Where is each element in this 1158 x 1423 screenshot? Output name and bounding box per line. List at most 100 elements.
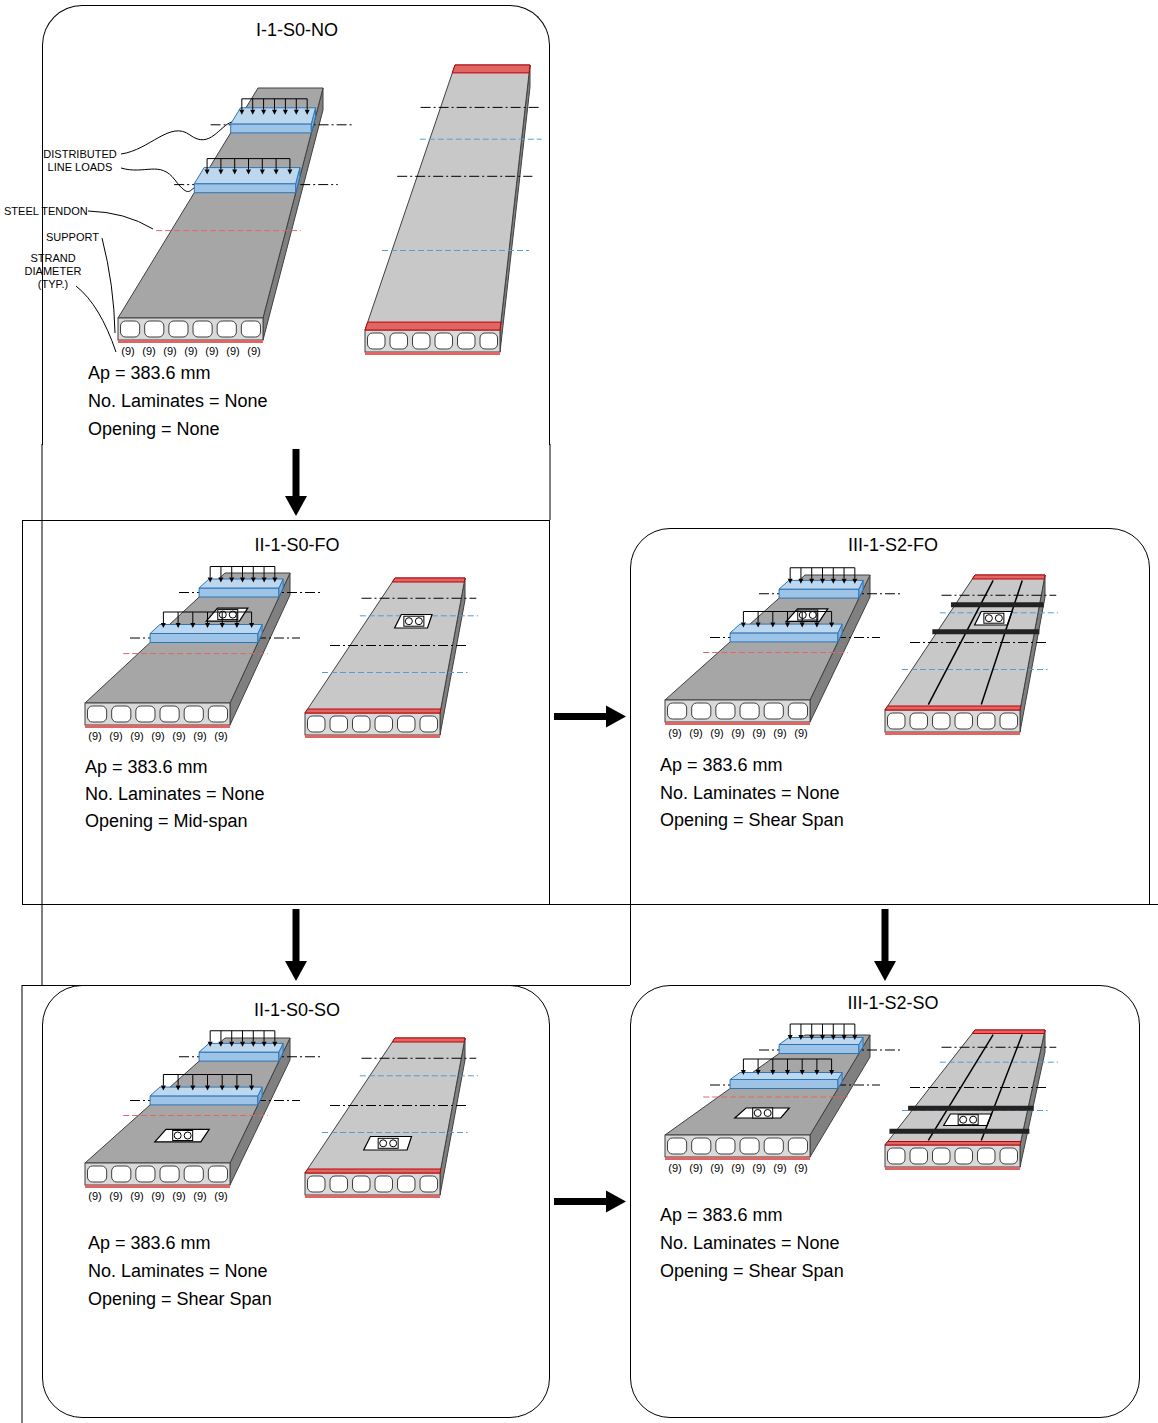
load-arrow-head — [272, 578, 277, 583]
hollow-core — [112, 706, 131, 722]
slab-plan-view — [885, 575, 1058, 734]
support-line — [665, 722, 810, 725]
panel-title: III-1-S2-SO — [847, 993, 938, 1014]
hollow-core — [184, 706, 203, 722]
load-arrow — [844, 568, 845, 579]
load-block-top — [150, 625, 262, 634]
strand-diameter: (9) — [179, 345, 203, 358]
strand-diameter: (9) — [188, 730, 212, 743]
hollow-core — [764, 703, 783, 719]
laminate-strip — [981, 1035, 1022, 1141]
load-arrow-head — [239, 110, 244, 115]
strand-diameter: (9) — [125, 730, 149, 743]
flow-arrow — [554, 706, 626, 728]
load-arrow-head — [842, 579, 847, 584]
load-arrow — [178, 1075, 179, 1086]
slab-end — [365, 330, 500, 352]
hollow-core — [160, 706, 179, 722]
load-arrow-head — [218, 1042, 223, 1047]
load-arrow-head — [190, 1086, 195, 1091]
load-arrow-head — [852, 579, 857, 584]
support-line — [305, 735, 440, 738]
strand-diameter: (9) — [146, 730, 170, 743]
strand-diameter: (9) — [209, 730, 233, 743]
hollow-core — [169, 321, 188, 337]
support-bar — [885, 706, 1021, 710]
load-block-front — [150, 1096, 258, 1105]
load-axis — [362, 1058, 477, 1059]
load-arrow — [811, 568, 812, 579]
strip-line — [360, 1075, 478, 1076]
load-arrow — [802, 612, 803, 623]
strand-diameter: (9) — [104, 1190, 128, 1203]
support-line — [85, 1185, 230, 1188]
load-arrow — [192, 612, 193, 623]
exposed-core — [960, 1116, 967, 1123]
hollow-core — [978, 1148, 996, 1164]
load-arrow — [743, 612, 744, 623]
support-line — [885, 732, 1020, 735]
load-axis — [942, 1047, 1057, 1048]
load-arrow — [253, 567, 254, 578]
exposed-core — [809, 612, 816, 619]
load-arrow-head — [249, 623, 254, 628]
slab-end — [665, 1135, 810, 1157]
load-arrow — [822, 568, 823, 579]
exposed-core — [174, 1132, 181, 1139]
load-arrow-head — [831, 579, 836, 584]
load-arrow-head — [240, 1042, 245, 1047]
load-arrow-head — [262, 1042, 267, 1047]
load-arrow-head — [785, 623, 790, 628]
hollow-core — [420, 1176, 438, 1192]
strand-diameter: (9) — [684, 727, 708, 740]
panel-property: Opening = Shear Span — [88, 1289, 272, 1310]
load-block-top — [231, 108, 316, 124]
hollow-core — [353, 1176, 371, 1192]
load-axis — [330, 645, 468, 646]
load-arrow — [811, 1024, 812, 1035]
load-arrow — [274, 567, 275, 578]
load-arrow-head — [161, 1086, 166, 1091]
panel-property: Ap = 383.6 mm — [88, 363, 211, 384]
load-arrow — [772, 1059, 773, 1070]
load-arrow — [854, 1024, 855, 1035]
hollow-core — [330, 1176, 348, 1192]
strand-diameter: (9) — [116, 345, 140, 358]
laminate-strip — [928, 580, 993, 704]
load-arrow — [163, 612, 164, 623]
load-arrow-head — [820, 1035, 825, 1040]
strand-diameter: (9) — [146, 1190, 170, 1203]
hollow-core — [112, 1166, 131, 1182]
strand-diameter: (9) — [684, 1162, 708, 1175]
panel-property: No. Laminates = None — [85, 784, 265, 805]
load-arrow-head — [756, 1070, 761, 1075]
opening — [786, 609, 828, 622]
strand-diameter: (9) — [726, 727, 750, 740]
panel-title: I-1-S0-NO — [256, 20, 338, 41]
strand-diameter: (9) — [167, 730, 191, 743]
slab-3d-view — [85, 567, 321, 727]
load-arrow-head — [788, 1035, 793, 1040]
support-bar — [885, 1142, 1021, 1146]
strand-diameter: (9) — [663, 727, 687, 740]
load-arrow-head — [229, 1042, 234, 1047]
hollow-core — [788, 1138, 807, 1154]
tendon-line — [156, 230, 301, 231]
support-bar — [305, 1169, 441, 1173]
exposed-core — [405, 618, 412, 625]
hollow-core — [910, 1148, 928, 1164]
support-bar — [392, 1038, 465, 1042]
slab-3d-view — [85, 1031, 321, 1187]
opening — [364, 1137, 412, 1151]
slab-end — [305, 1173, 440, 1195]
load-arrow — [816, 1059, 817, 1070]
load-arrow-head — [229, 578, 234, 583]
hollow-core — [398, 716, 416, 732]
load-arrow — [800, 568, 801, 579]
load-arrow-head — [246, 170, 251, 175]
load-arrow — [787, 612, 788, 623]
opening-core — [218, 610, 238, 620]
load-arrow-head — [842, 1035, 847, 1040]
callout-label: STRAND DIAMETER (TYP.) — [12, 252, 94, 291]
hollow-core — [88, 706, 107, 722]
